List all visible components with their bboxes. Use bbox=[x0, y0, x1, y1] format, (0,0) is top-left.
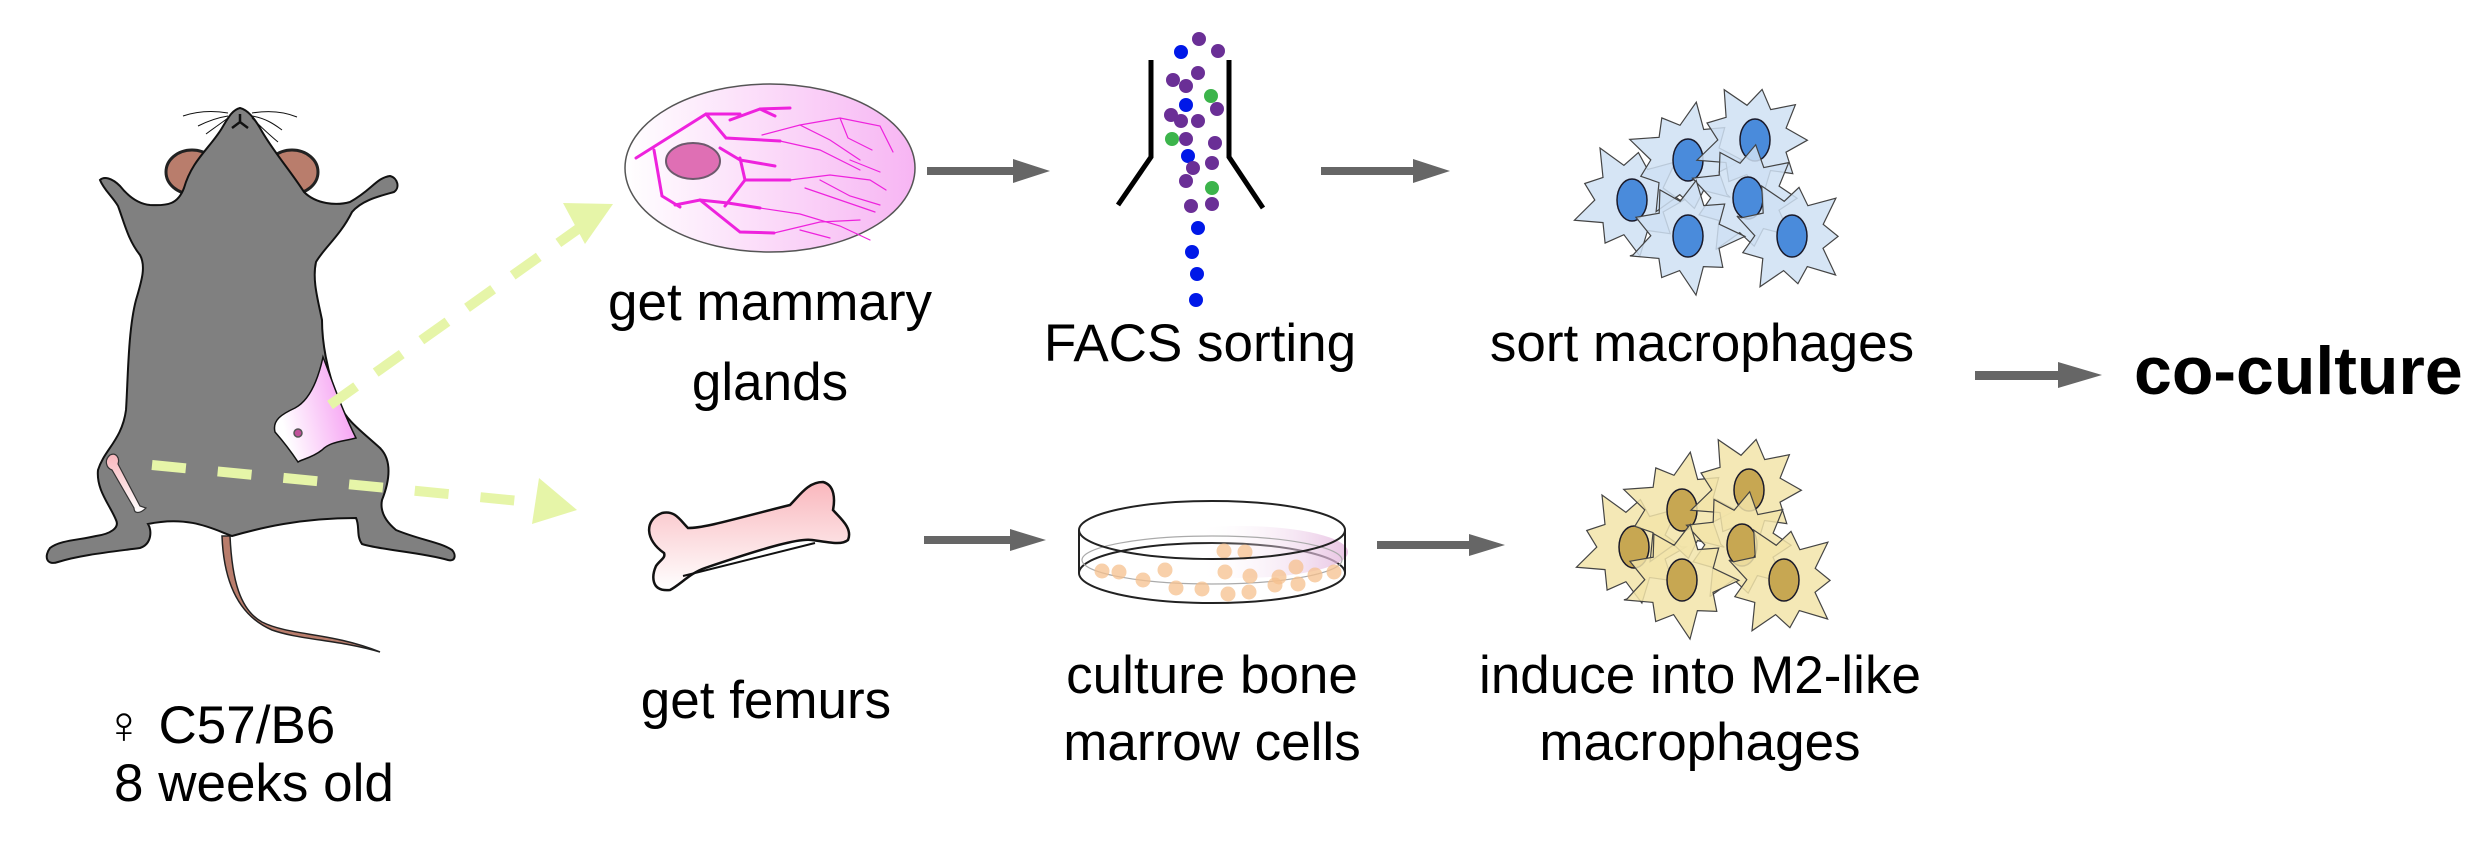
blue-cell-dot bbox=[1189, 293, 1203, 307]
step-label-femur: get femurs bbox=[640, 671, 892, 730]
mouse-nipple bbox=[293, 428, 303, 438]
blue-cell-dot bbox=[1191, 221, 1205, 235]
blue-cell-dot bbox=[1190, 267, 1204, 281]
macrophage-nucleus bbox=[1732, 176, 1764, 220]
blue-cell-dot bbox=[1179, 98, 1193, 112]
mammary-gland-icon bbox=[624, 83, 916, 253]
marrow-cell-dot bbox=[1307, 567, 1323, 583]
mouse-nose bbox=[231, 114, 249, 129]
marrow-cell-dot bbox=[1326, 564, 1342, 580]
purple-cell-dot bbox=[1192, 32, 1206, 46]
macrophage-cluster-icon bbox=[1573, 88, 1840, 297]
purple-cell-dot bbox=[1211, 44, 1225, 58]
m2-macrophage-cluster-icon bbox=[1575, 438, 1832, 641]
mouse-strain-label: ♀ C57/B6 bbox=[104, 695, 335, 757]
mouse-femur bbox=[105, 453, 148, 514]
purple-cell-dot bbox=[1174, 114, 1188, 128]
purple-cell-dot bbox=[1191, 114, 1205, 128]
marrow-cell-dot bbox=[1094, 563, 1110, 579]
purple-cell-dot bbox=[1205, 197, 1219, 211]
step-label-culture-line2: marrow cells bbox=[1063, 713, 1361, 772]
purple-cell-dot bbox=[1184, 199, 1198, 213]
arrow-femur-to-culture bbox=[924, 529, 1046, 551]
bone-marrow-cells bbox=[1094, 543, 1342, 602]
purple-cell-dot bbox=[1179, 174, 1193, 188]
purple-cell-dot bbox=[1179, 132, 1193, 146]
mouse-age-label: 8 weeks old bbox=[114, 754, 394, 813]
marrow-cell-dot bbox=[1242, 568, 1258, 584]
lymph-node bbox=[665, 142, 721, 180]
purple-cell-dot bbox=[1166, 73, 1180, 87]
green-cell-dot bbox=[1165, 132, 1179, 146]
purple-cell-dot bbox=[1186, 161, 1200, 175]
m2-macrophage-nucleus bbox=[1666, 558, 1698, 602]
blue-cell-dot bbox=[1185, 245, 1199, 259]
step-label-facs: FACS sorting bbox=[1043, 314, 1357, 373]
marrow-cell-dot bbox=[1217, 564, 1233, 580]
blue-cell-dot bbox=[1174, 45, 1188, 59]
marrow-cell-dot bbox=[1241, 584, 1257, 600]
blue-cell-dot bbox=[1181, 149, 1195, 163]
marrow-cell-dot bbox=[1111, 564, 1127, 580]
mouse-strain: C57/B6 bbox=[158, 696, 336, 755]
step-label-mammary-line1: get mammary bbox=[608, 273, 932, 332]
purple-cell-dot bbox=[1210, 102, 1224, 116]
dashed-arrow-to-mammary bbox=[327, 203, 613, 410]
petri-dish-icon bbox=[1078, 500, 1348, 604]
arrow-culture-to-induce bbox=[1377, 534, 1505, 556]
arrow-facs-to-sort bbox=[1321, 159, 1450, 183]
macrophage-nucleus bbox=[1776, 214, 1808, 258]
marrow-cell-dot bbox=[1237, 544, 1253, 560]
facs-right-wall bbox=[1226, 60, 1266, 210]
m2-macrophage-nucleus bbox=[1618, 525, 1650, 569]
mouse-illustration bbox=[45, 106, 456, 653]
m2-macrophage-cell bbox=[1728, 528, 1832, 633]
marrow-cell-dot bbox=[1135, 572, 1151, 588]
arrow-to-coculture bbox=[1975, 362, 2102, 388]
green-cell-dot bbox=[1204, 89, 1218, 103]
step-label-induce-line2: macrophages bbox=[1539, 713, 1861, 772]
marrow-cell-dot bbox=[1271, 569, 1287, 585]
step-label-induce-line1: induce into M2-like bbox=[1479, 646, 1921, 705]
marrow-cell-dot bbox=[1216, 543, 1232, 559]
facs-sorter-icon bbox=[1115, 32, 1266, 307]
femur-bone-icon bbox=[647, 480, 851, 592]
marrow-cell-dot bbox=[1168, 580, 1184, 596]
purple-cell-dot bbox=[1208, 136, 1222, 150]
macrophage-nucleus bbox=[1672, 214, 1704, 258]
marrow-cell-dot bbox=[1194, 581, 1210, 597]
facs-cells bbox=[1164, 32, 1225, 307]
macrophage-nucleus bbox=[1616, 178, 1648, 222]
arrow-mammary-to-facs bbox=[927, 159, 1050, 183]
macrophage-cell bbox=[1629, 179, 1747, 297]
mammary-ducts bbox=[634, 106, 894, 241]
macrophage-cell bbox=[1736, 184, 1840, 289]
marrow-cell-dot bbox=[1220, 586, 1236, 602]
green-cell-dot bbox=[1205, 181, 1219, 195]
marrow-cell-dot bbox=[1157, 562, 1173, 578]
step-label-mammary-line2: glands bbox=[691, 353, 849, 412]
purple-cell-dot bbox=[1179, 79, 1193, 93]
final-step-coculture: co-culture bbox=[2134, 333, 2463, 409]
facs-left-wall bbox=[1115, 60, 1154, 207]
step-label-sort-macrophages: sort macrophages bbox=[1489, 314, 1915, 373]
purple-cell-dot bbox=[1191, 66, 1205, 80]
mouse-tail bbox=[221, 535, 381, 653]
purple-cell-dot bbox=[1205, 156, 1219, 170]
dashed-arrow-to-femur bbox=[151, 460, 577, 524]
m2-macrophage-nucleus bbox=[1768, 558, 1800, 602]
marrow-cell-dot bbox=[1288, 559, 1304, 575]
mouse-whiskers bbox=[182, 111, 298, 143]
m2-macrophage-cell bbox=[1623, 523, 1741, 641]
female-sex-symbol: ♀ bbox=[104, 696, 144, 755]
marrow-cell-dot bbox=[1290, 576, 1306, 592]
mouse-body bbox=[45, 106, 456, 564]
step-label-culture-line1: culture bone bbox=[1066, 646, 1358, 705]
